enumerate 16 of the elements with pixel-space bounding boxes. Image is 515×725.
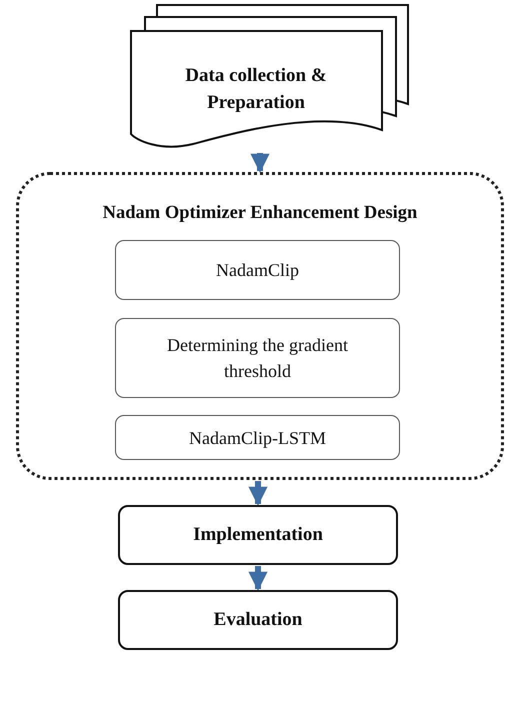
node-label: NadamClip-LSTM: [188, 426, 327, 450]
arrow: [248, 566, 268, 591]
node-label: Determining the gradient threshold: [166, 334, 349, 383]
node-label: Evaluation: [212, 608, 304, 632]
dotted-group-container: [16, 172, 504, 480]
group-title: Nadam Optimizer Enhancement Design: [102, 203, 418, 224]
node-label: Implementation: [192, 523, 324, 547]
process-box: [115, 318, 400, 398]
process-box: [118, 590, 398, 650]
process-box: [118, 505, 398, 565]
arrow: [250, 153, 270, 173]
node-label: NadamClip: [215, 259, 300, 282]
process-box: [115, 415, 400, 460]
node-label: Data collection & Preparation: [184, 64, 328, 115]
process-box: [115, 240, 400, 300]
arrow: [248, 481, 268, 506]
